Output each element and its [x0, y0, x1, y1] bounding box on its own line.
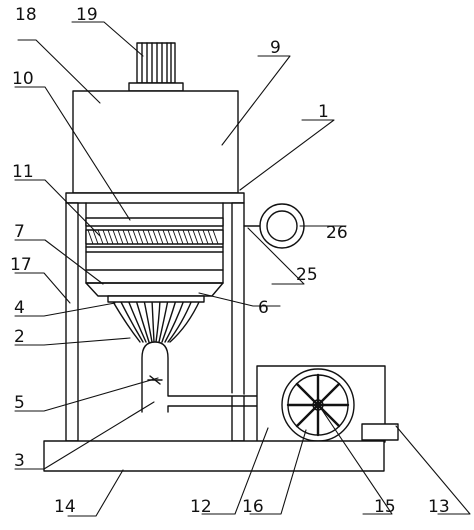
- side-motor: [243, 203, 305, 249]
- label-9: 9: [270, 38, 281, 58]
- label-14: 14: [54, 497, 76, 517]
- base-plate: [43, 440, 385, 472]
- pump-assembly: [256, 365, 399, 443]
- label-17: 17: [10, 255, 32, 275]
- top-motor: [128, 42, 184, 92]
- inner-drum: [85, 202, 224, 297]
- label-2: 2: [14, 327, 25, 347]
- label-6: 6: [258, 298, 269, 318]
- collector-pipe: [141, 341, 259, 413]
- label-15: 15: [374, 497, 396, 517]
- label-16: 16: [242, 497, 264, 517]
- label-19: 19: [76, 5, 98, 25]
- label-1: 1: [318, 102, 329, 122]
- label-11: 11: [12, 162, 34, 182]
- leader-lines: [14, 21, 471, 517]
- label-12: 12: [190, 497, 212, 517]
- nozzle-array: [107, 295, 205, 343]
- label-26: 26: [326, 223, 348, 243]
- label-18: 18: [15, 5, 37, 25]
- label-10: 10: [12, 69, 34, 89]
- label-4: 4: [14, 298, 25, 318]
- label-5: 5: [14, 393, 25, 413]
- label-25: 25: [296, 265, 318, 285]
- label-3: 3: [14, 451, 25, 471]
- label-7: 7: [14, 222, 25, 242]
- upper-tank: [72, 90, 239, 194]
- label-13: 13: [428, 497, 450, 517]
